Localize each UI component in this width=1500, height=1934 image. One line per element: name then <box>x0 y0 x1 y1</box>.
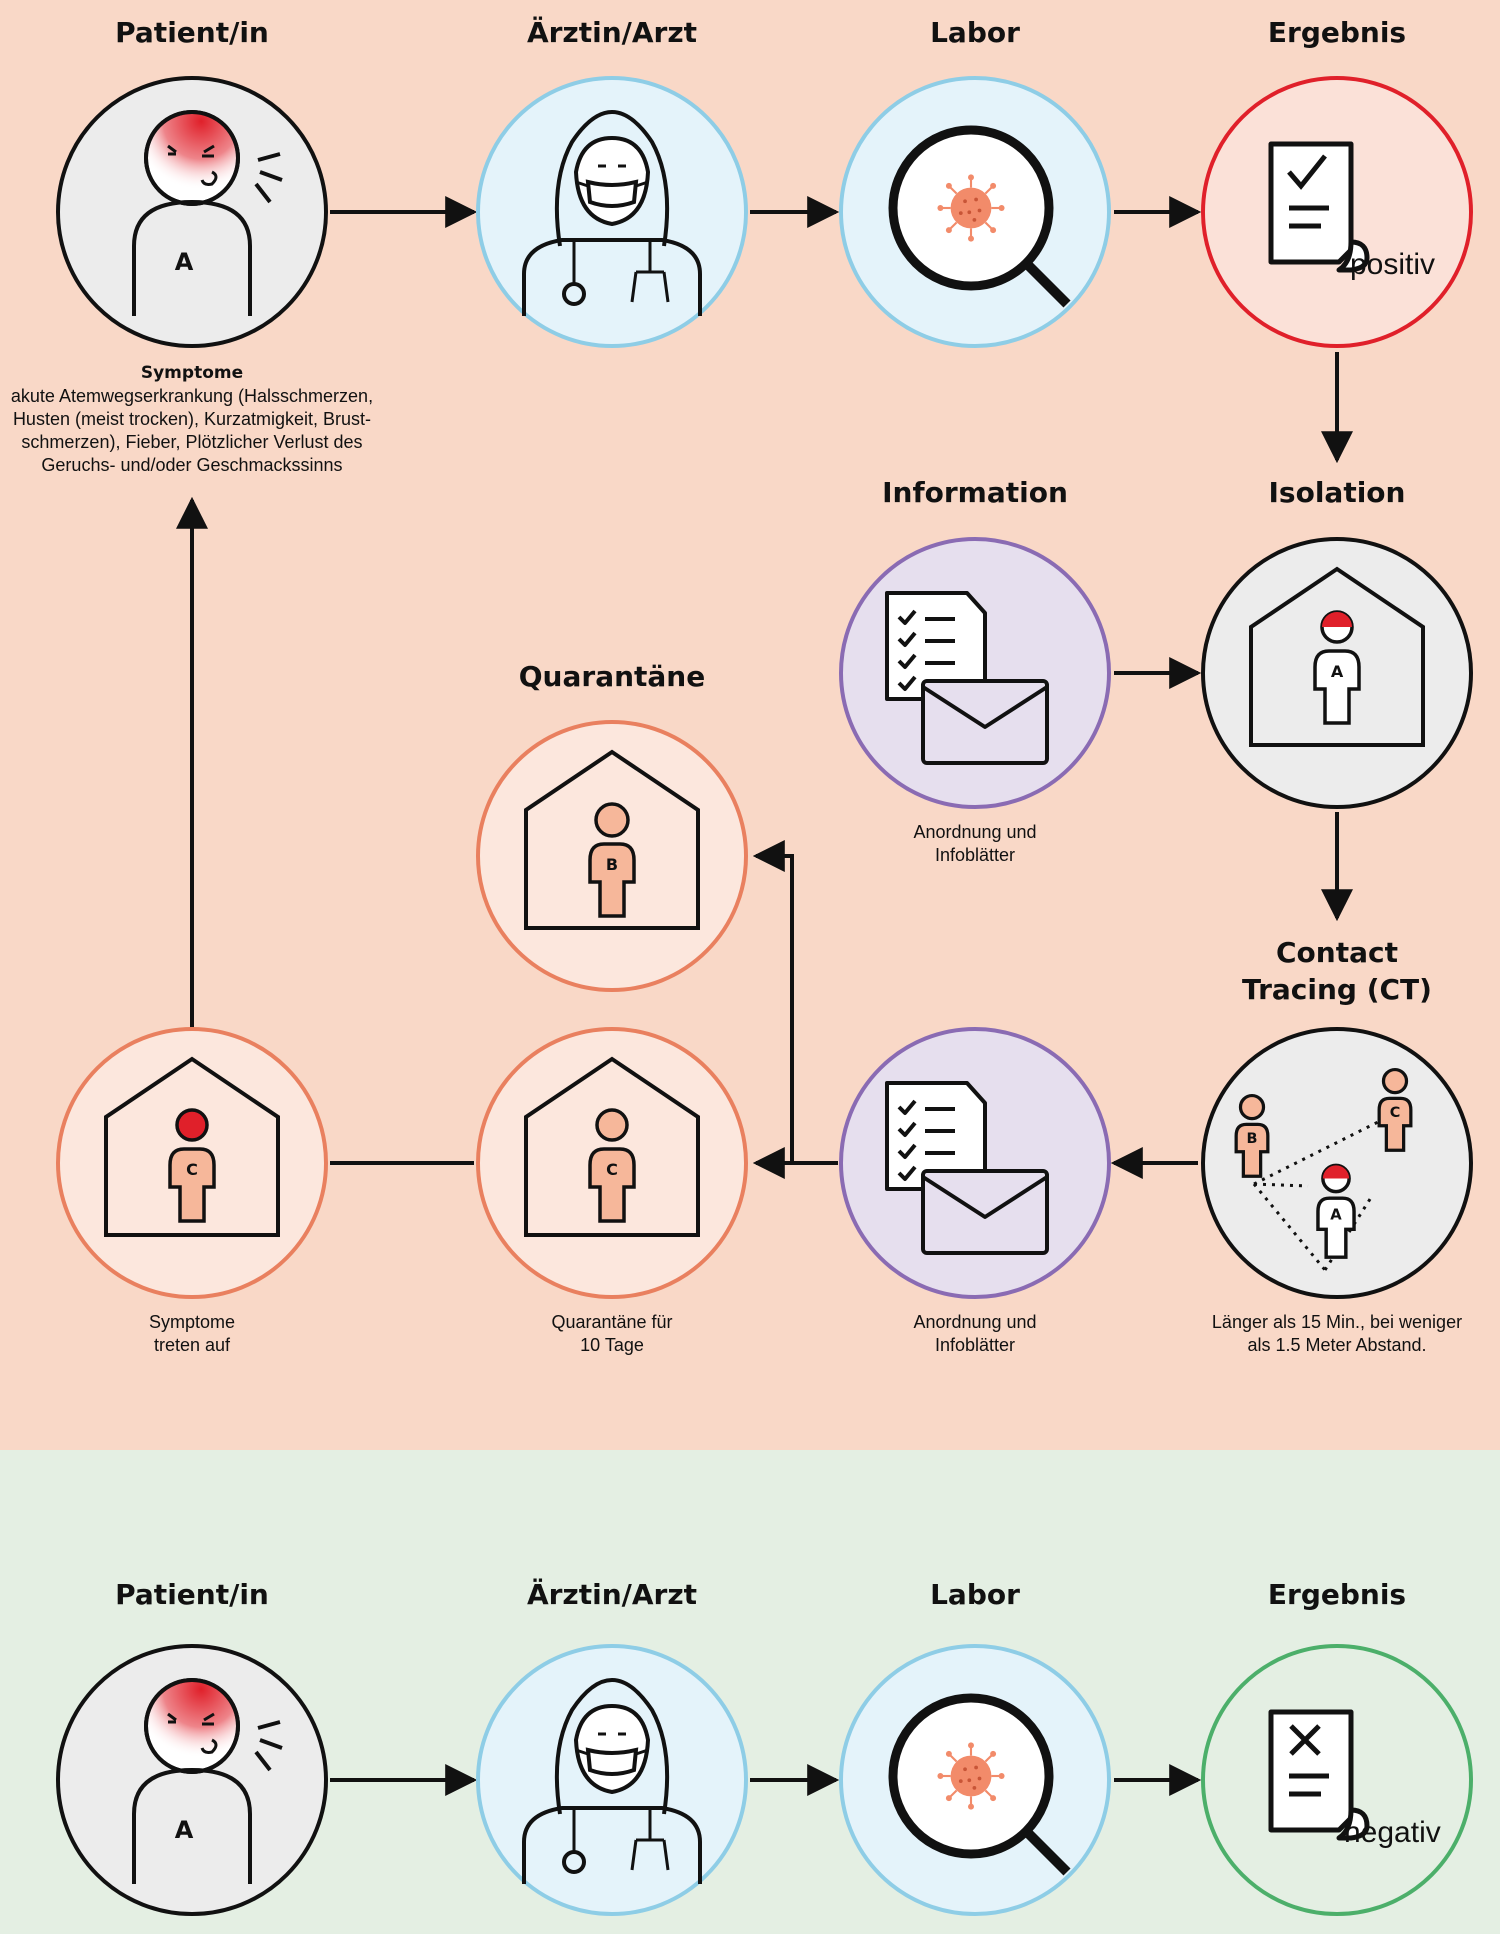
title-result: Ergebnis <box>1267 16 1407 49</box>
title-contact-tracing-line2: Tracing (CT) <box>1242 973 1432 1006</box>
doctor-node <box>476 76 748 348</box>
contact-letter-a: A <box>1330 1206 1342 1223</box>
isolated-letter-a: A <box>1331 662 1344 681</box>
isolated-person-icon: A <box>1313 610 1361 725</box>
contact-tracing-caption: Länger als 15 Min., bei weniger als 1.5 … <box>1117 1311 1500 1357</box>
title-doctor-negative: Ärztin/Arzt <box>526 1578 698 1611</box>
quarantined-person-icon: B <box>588 802 636 918</box>
result-positive-node <box>1201 76 1473 348</box>
contact-person-a-icon: A <box>1316 1163 1356 1259</box>
quarantine-letter-c: C <box>606 1160 618 1179</box>
title-isolation: Isolation <box>1268 476 1406 509</box>
quarantine-caption-line1: Quarantäne für <box>551 1312 673 1332</box>
title-patient: Patient/in <box>115 16 269 49</box>
house-icon: A <box>1249 566 1425 747</box>
information-caption-line2: Infoblätter <box>934 845 1016 865</box>
title-doctor: Ärztin/Arzt <box>526 16 698 49</box>
doctor-node-negative <box>476 1644 748 1916</box>
title-lab: Labor <box>930 16 1020 49</box>
notice-caption-line1: Anordnung und <box>913 1312 1037 1332</box>
patient-letter-a-negative: A <box>175 1816 194 1844</box>
house-icon: C <box>104 1056 280 1237</box>
notice-caption-line2: Infoblätter <box>934 1335 1016 1355</box>
result-positive-label: positiv <box>1350 248 1436 281</box>
patient-node: A <box>56 76 328 348</box>
symptoms-node: C <box>56 1027 328 1299</box>
contact-caption-line2: als 1.5 Meter Abstand. <box>1247 1335 1427 1355</box>
contact-dotted-links <box>1252 1120 1379 1271</box>
result-negative-label: negativ <box>1344 1816 1441 1849</box>
notice-node <box>839 1027 1111 1299</box>
contact-caption-line1: Länger als 15 Min., bei weniger <box>1211 1312 1463 1332</box>
sick-person-icon: A <box>132 1678 284 1886</box>
notice-caption: Anordnung und Infoblätter <box>755 1311 1195 1357</box>
quarantined-person-icon: C <box>588 1108 636 1223</box>
information-caption-line1: Anordnung und <box>913 822 1037 842</box>
symptoms-line-1: akute Atemwegserkrankung (Halsschmerzen, <box>10 386 374 406</box>
contact-letter-b: B <box>1247 1131 1258 1147</box>
patient-letter-a: A <box>175 248 194 276</box>
quarantine-b-node: B <box>476 720 748 992</box>
symptoms-appear-line1: Symptome <box>148 1312 236 1332</box>
quarantine-caption: Quarantäne für 10 Tage <box>392 1311 832 1357</box>
symptoms-line-2: Husten (meist trocken), Kurzatmigkeit, B… <box>12 409 372 429</box>
title-contact-tracing: Contact Tracing (CT) <box>1157 934 1500 1008</box>
lab-node-negative <box>839 1644 1111 1916</box>
quarantine-letter-b: B <box>606 855 618 874</box>
contact-letter-c: C <box>1390 1105 1401 1121</box>
patient-node-negative: A <box>56 1644 328 1916</box>
result-negative-node <box>1201 1644 1473 1916</box>
information-caption: Anordnung und Infoblätter <box>755 821 1195 867</box>
symptoms-line-4: Geruchs- und/oder Geschmackssinns <box>41 455 343 475</box>
title-patient-negative: Patient/in <box>115 1578 269 1611</box>
arrow-notice-to-quarantine-b <box>752 840 794 1163</box>
house-icon: B <box>524 749 700 930</box>
symptoms-appear-caption: Symptome treten auf <box>0 1311 412 1357</box>
sick-person-icon: A <box>132 110 284 318</box>
title-result-negative: Ergebnis <box>1267 1578 1407 1611</box>
quarantine-caption-line2: 10 Tage <box>580 1335 644 1355</box>
symptoms-line-3: schmerzen), Fieber, Plötzlicher Verlust … <box>21 432 363 452</box>
contact-tracing-node: B C A <box>1201 1027 1473 1299</box>
symptomatic-letter-c: C <box>186 1160 198 1179</box>
quarantine-c-node: C <box>476 1027 748 1299</box>
lab-node <box>839 76 1111 348</box>
contact-person-c-icon: C <box>1377 1067 1413 1152</box>
symptoms-description: Symptome akute Atemwegserkrankung (Halss… <box>0 362 412 477</box>
document-cross-icon <box>1271 1712 1367 1838</box>
house-icon: C <box>524 1056 700 1237</box>
title-lab-negative: Labor <box>930 1578 1020 1611</box>
title-quarantine: Quarantäne <box>518 660 706 693</box>
symptomatic-person-icon: C <box>168 1108 216 1223</box>
symptoms-heading: Symptome <box>140 363 244 383</box>
document-check-icon <box>1271 144 1367 270</box>
title-contact-tracing-line1: Contact <box>1276 936 1398 969</box>
symptoms-appear-line2: treten auf <box>153 1335 231 1355</box>
contact-person-b-icon: B <box>1234 1093 1270 1178</box>
title-information: Information <box>882 476 1068 509</box>
information-node <box>839 537 1111 809</box>
isolation-node: A <box>1201 537 1473 809</box>
